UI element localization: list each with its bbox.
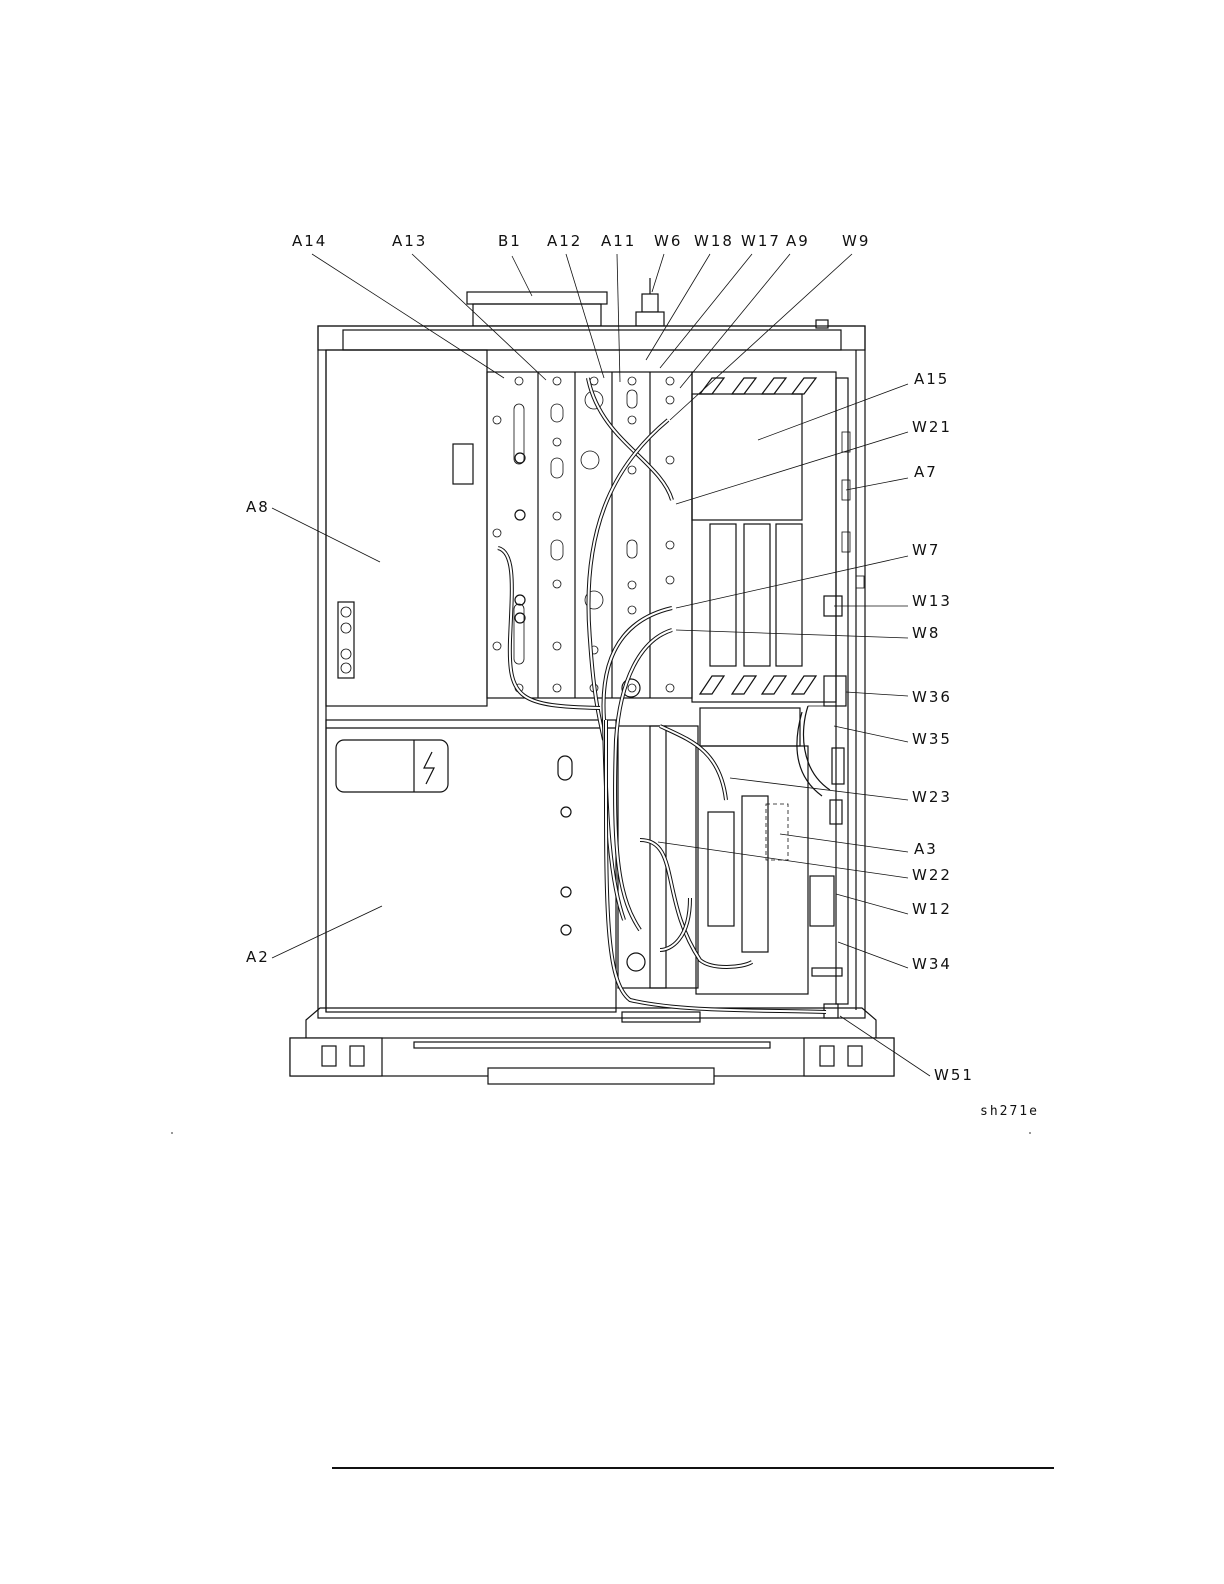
label-a14: A14 — [292, 232, 327, 250]
label-w51: W51 — [934, 1066, 974, 1084]
label-w22: W22 — [912, 866, 952, 884]
label-a9: A9 — [786, 232, 810, 250]
label-w13: W13 — [912, 592, 952, 610]
rf-assembly — [618, 706, 842, 1018]
label-w21: W21 — [912, 418, 952, 436]
label-w23: W23 — [912, 788, 952, 806]
callout-labels: A14 A13 B1 A12 A11 W6 W18 W17 A9 W9 A15 … — [246, 232, 1039, 1119]
label-w34: W34 — [912, 955, 952, 973]
figure-code: sh271e — [980, 1104, 1039, 1119]
label-a11: A11 — [601, 232, 636, 250]
label-a12: A12 — [547, 232, 582, 250]
a2-module — [326, 720, 616, 1012]
label-a8: A8 — [246, 498, 270, 516]
label-w36: W36 — [912, 688, 952, 706]
footer-rule — [332, 1467, 1054, 1469]
label-a13: A13 — [392, 232, 427, 250]
a8-module — [326, 350, 487, 706]
label-w6: W6 — [654, 232, 682, 250]
label-w18: W18 — [694, 232, 734, 250]
label-a3: A3 — [914, 840, 938, 858]
callout-leaders — [272, 254, 930, 1076]
a15-a7-area — [692, 372, 864, 1004]
label-w8: W8 — [912, 624, 940, 642]
label-a15: A15 — [914, 370, 949, 388]
label-b1: B1 — [498, 232, 522, 250]
label-w17: W17 — [741, 232, 781, 250]
label-a2: A2 — [246, 948, 270, 966]
label-w9: W9 — [842, 232, 870, 250]
label-w7: W7 — [912, 541, 940, 559]
label-w35: W35 — [912, 730, 952, 748]
label-a7: A7 — [914, 463, 938, 481]
label-w12: W12 — [912, 900, 952, 918]
